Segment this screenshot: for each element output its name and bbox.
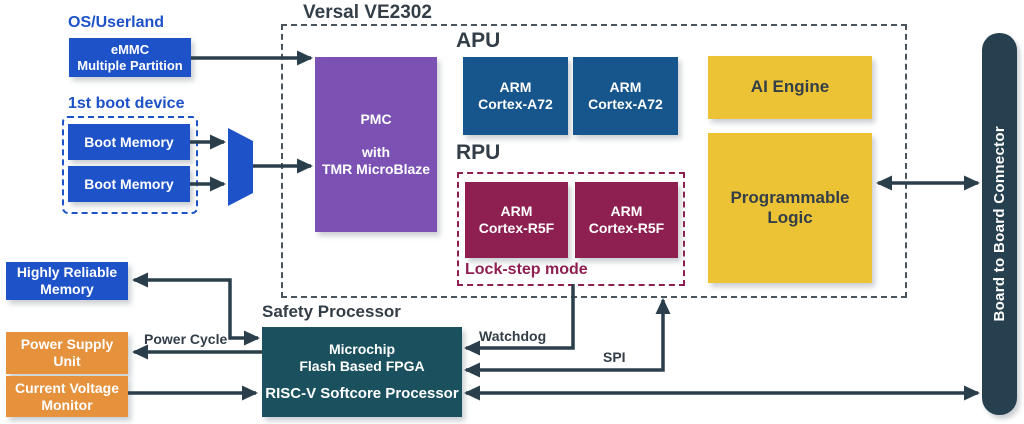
highly-reliable-memory-node: Highly Reliable Memory bbox=[6, 262, 128, 300]
apu-core2-line1: ARM bbox=[609, 79, 642, 96]
lockstep-mode-label: Lock-step mode bbox=[465, 261, 588, 278]
programmable-logic-node: Programmable Logic bbox=[708, 133, 872, 283]
power-supply-unit-node: Power Supply Unit bbox=[6, 332, 128, 374]
apu-core1-line1: ARM bbox=[499, 79, 532, 96]
boot-device-heading: 1st boot device bbox=[68, 95, 185, 112]
safety-processor-node: Microchip Flash Based FPGA RISC-V Softco… bbox=[262, 327, 462, 417]
apu-label: APU bbox=[456, 29, 501, 52]
rpu-core1-node: ARM Cortex-R5F bbox=[465, 182, 568, 258]
boot-mux-shape bbox=[228, 128, 253, 206]
emmc-line1: eMMC bbox=[110, 41, 150, 57]
power-cycle-label: Power Cycle bbox=[144, 331, 228, 347]
pl-line2: Logic bbox=[767, 208, 813, 227]
spi-label: SPI bbox=[603, 349, 626, 365]
pmc-line2: with bbox=[362, 144, 390, 161]
ai-engine-label: AI Engine bbox=[750, 77, 830, 97]
ai-engine-node: AI Engine bbox=[708, 56, 872, 119]
current-voltage-monitor-node: Current Voltage Monitor bbox=[6, 376, 128, 417]
board-to-board-connector-label: Board to Board Connector bbox=[991, 126, 1008, 322]
boot-device-dashed-boundary bbox=[62, 116, 198, 214]
apu-core1-node: ARM Cortex-A72 bbox=[463, 57, 568, 135]
psu-line2: Unit bbox=[53, 353, 81, 369]
rpu-label: RPU bbox=[456, 141, 501, 164]
apu-core2-node: ARM Cortex-A72 bbox=[573, 57, 678, 135]
arrow-safety-to-reliable-memory bbox=[132, 272, 260, 346]
os-userland-heading: OS/Userland bbox=[68, 14, 165, 31]
rpu-core2-line2: Cortex-R5F bbox=[588, 220, 665, 236]
apu-core1-line2: Cortex-A72 bbox=[478, 96, 553, 112]
hrm-line2: Memory bbox=[40, 281, 94, 297]
pmc-line3: TMR MicroBlaze bbox=[321, 160, 431, 177]
safety-line1: Microchip bbox=[328, 341, 396, 358]
boot-memory-1-label: Boot Memory bbox=[84, 133, 174, 150]
apu-core2-line2: Cortex-A72 bbox=[588, 96, 663, 112]
rpu-core1-line2: Cortex-R5F bbox=[478, 220, 555, 236]
boot-memory-1-node: Boot Memory bbox=[68, 124, 190, 160]
pmc-line1: PMC bbox=[360, 111, 392, 128]
boot-memory-2-label: Boot Memory bbox=[84, 175, 174, 192]
boot-memory-2-node: Boot Memory bbox=[68, 166, 190, 202]
versal-dashed-boundary bbox=[281, 24, 907, 298]
safety-line2: Flash Based FPGA bbox=[299, 358, 425, 374]
rpu-core2-line1: ARM bbox=[610, 203, 643, 220]
cvm-line1: Current Voltage bbox=[15, 379, 119, 396]
safety-processor-heading: Safety Processor bbox=[262, 302, 401, 321]
watchdog-label: Watchdog bbox=[479, 328, 547, 344]
pl-line1: Programmable bbox=[730, 187, 850, 207]
board-to-board-connector: Board to Board Connector bbox=[982, 33, 1017, 415]
emmc-node: eMMC Multiple Partition bbox=[69, 38, 191, 77]
rpu-core2-node: ARM Cortex-R5F bbox=[575, 182, 678, 258]
rpu-core1-line1: ARM bbox=[500, 203, 533, 220]
safety-line3: RISC-V Softcore Processor bbox=[265, 384, 459, 402]
versal-title: Versal VE2302 bbox=[295, 2, 440, 24]
hrm-line1: Highly Reliable bbox=[16, 264, 118, 281]
psu-line1: Power Supply bbox=[20, 336, 114, 353]
emmc-line2: Multiple Partition bbox=[77, 57, 183, 73]
pmc-node: PMC with TMR MicroBlaze bbox=[315, 57, 437, 232]
cvm-line2: Monitor bbox=[41, 396, 93, 413]
